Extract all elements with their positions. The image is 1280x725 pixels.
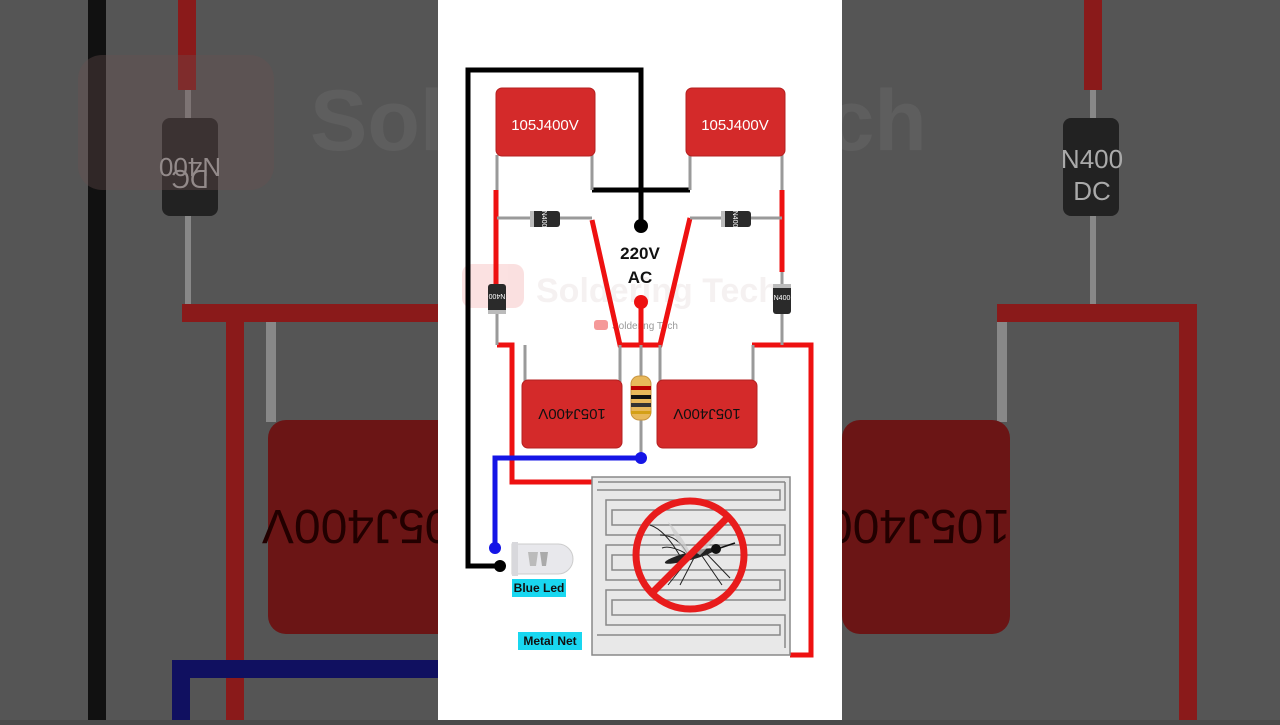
bg-capacitor [268, 420, 438, 634]
bg-watermark-right: Soldering Tech [842, 73, 927, 169]
diode-right-horizontal-text: N400 [731, 211, 738, 228]
diode-right-horizontal: N400 [721, 211, 751, 228]
left-background-art: DC N400 105J400V Soldering Tech [0, 0, 438, 720]
metal-net [591, 476, 791, 656]
center-watermark: Soldering Tech [462, 264, 779, 310]
left-blurred-background: DC N400 105J400V Soldering Tech [0, 0, 438, 720]
diode-left-vertical-text: N400 [489, 292, 506, 299]
bg-cap-text-r: 105J400V [842, 499, 1010, 552]
diode-left-vertical: N400 [488, 284, 506, 314]
led-black-terminal [494, 560, 506, 572]
resistor [630, 375, 652, 421]
blue-wire [492, 455, 641, 548]
led-blue-terminal [489, 542, 501, 554]
bg-diode-r-text-1: N400 [1061, 144, 1123, 174]
blue-led [511, 542, 574, 576]
bg-cap-text: 105J400V [262, 499, 438, 552]
ac-terminal-red [634, 295, 648, 309]
red-wire-left-loop [497, 342, 596, 485]
black-wires [465, 67, 690, 569]
right-background-art: Soldering Tech N400 DC 105J400V [842, 0, 1280, 720]
diode-right-vertical-text: N400 [774, 295, 791, 302]
led-label: Blue Led [514, 581, 565, 595]
bg-red-wire-h [182, 304, 438, 322]
bg-watermark: Soldering Tech [310, 73, 438, 169]
circuit-diagram: Soldering Tech Soldering Tech [462, 67, 814, 658]
diode-left-horizontal: N400 [530, 211, 560, 228]
bg-diode-text-2: N400 [159, 152, 221, 182]
bg-blue-wire-h [172, 660, 438, 678]
small-watermark: Soldering Tech [594, 320, 678, 332]
diode-right-vertical: N400 [773, 284, 791, 314]
bg-cap-lead-r [997, 322, 1007, 422]
bg-red-wire [178, 0, 196, 90]
bg-diode [162, 118, 218, 216]
bg-red-wire-rh [997, 304, 1197, 322]
right-blurred-background: Soldering Tech N400 DC 105J400V [842, 0, 1280, 720]
circuit-panel: Soldering Tech Soldering Tech [438, 0, 842, 720]
small-watermark-text: Soldering Tech [612, 321, 678, 332]
black-wire-main [465, 67, 644, 569]
ac-type-label: AC [628, 268, 653, 287]
no-mosquito-icon [632, 497, 748, 613]
capacitor-bottom-left: 105J400V [521, 379, 623, 449]
bg-red-wire-v [226, 322, 244, 720]
bg-blue-wire-v [172, 660, 190, 720]
blue-junction [635, 452, 647, 464]
bg-diode-r-text-2: DC [1073, 176, 1111, 206]
bg-diode-r [1063, 118, 1119, 216]
bg-diode-text-1: DC [171, 164, 209, 194]
capacitor-top-right: 105J400V [685, 87, 786, 157]
capacitor-bottom-right-label: 105J400V [673, 405, 741, 422]
bg-capacitor-r [842, 420, 1010, 634]
ac-voltage-label: 220V [620, 244, 660, 263]
bg-cap-lead [266, 322, 276, 422]
capacitor-top-left-label: 105J400V [511, 117, 579, 134]
bg-red-wire-rv [1179, 304, 1197, 720]
capacitor-top-left: 105J400V [495, 87, 596, 157]
capacitor-bottom-right: 105J400V [656, 379, 758, 449]
led-label-background [512, 579, 566, 597]
small-watermark-logo [594, 320, 608, 330]
net-label-background [518, 632, 582, 650]
capacitor-bottom-left-label: 105J400V [538, 405, 606, 422]
bg-black-wire [88, 0, 106, 720]
ac-terminal-black [634, 219, 648, 233]
bg-youtube-logo [78, 55, 274, 190]
blue-wires [492, 455, 641, 548]
bg-red-wire-r [1084, 0, 1102, 90]
capacitor-top-right-label: 105J400V [701, 117, 769, 134]
net-label: Metal Net [523, 634, 576, 648]
diode-left-horizontal-text: N400 [540, 211, 547, 228]
watermark-text: Soldering Tech [536, 272, 779, 310]
